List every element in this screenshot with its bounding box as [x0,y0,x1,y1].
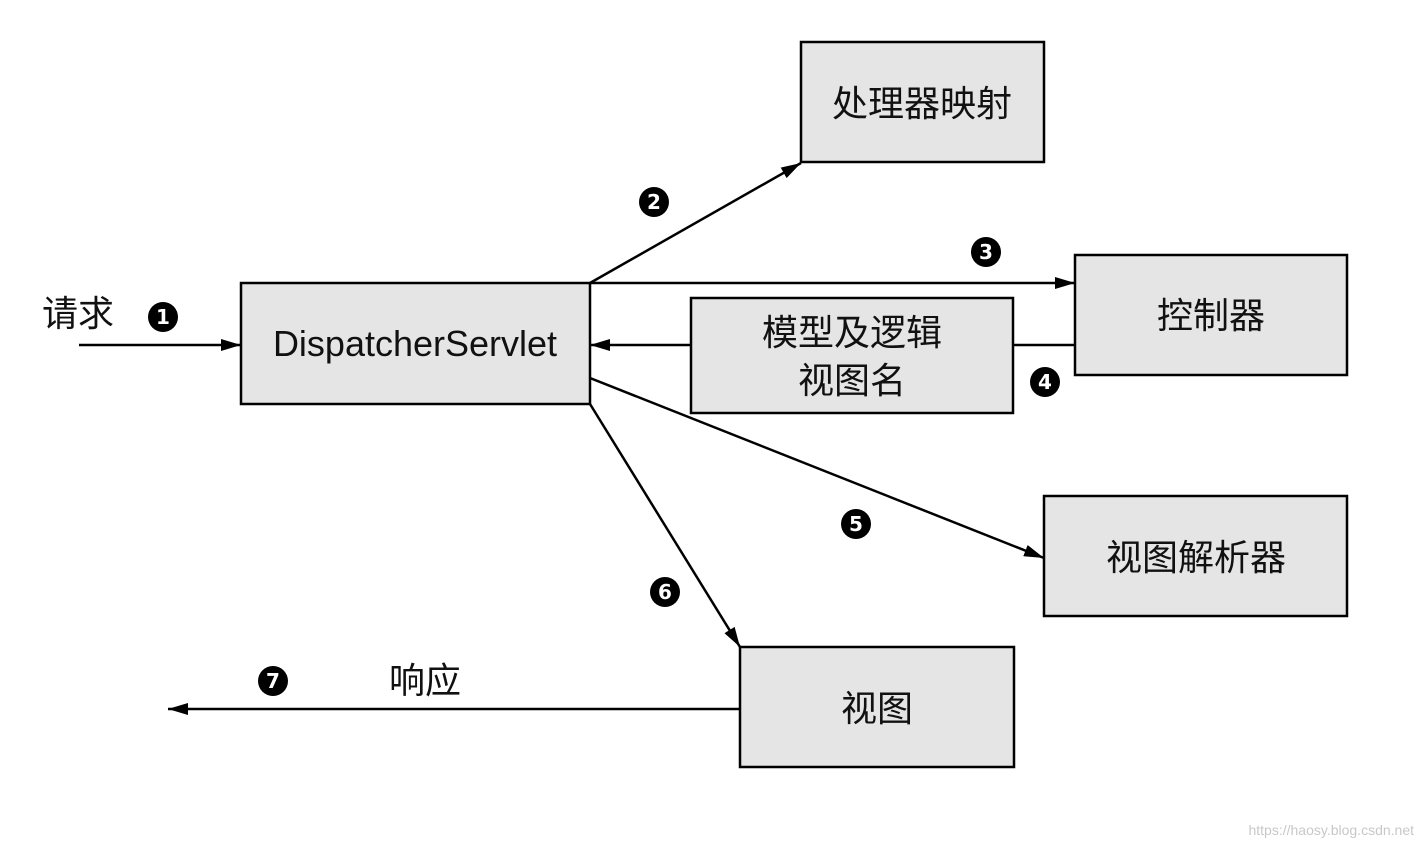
step-3-number: 3 [979,240,993,264]
view-resolver-node: 视图解析器 [1042,494,1349,618]
step-3-badge: 3 [971,237,1001,267]
step-6-number: 6 [658,580,672,604]
dispatcher-servlet-label: DispatcherServlet [273,323,557,364]
handler-mapping-label: 处理器映射 [832,84,1012,125]
controller-node: 控制器 [1073,253,1349,377]
step-5-number: 5 [849,512,863,536]
response-label: 响应 [389,661,461,702]
request-label: 请求 [42,294,114,335]
model-view-label-line1: 模型及逻辑 [762,313,942,354]
to-handler-mapping-arrow [589,161,802,285]
step-6-badge: 6 [650,577,680,607]
step-7-number: 7 [266,669,280,693]
step-4-number: 4 [1038,370,1052,394]
dispatcher-servlet-node: DispatcherServlet [239,281,592,406]
step-2-number: 2 [647,190,661,214]
controller-label: 控制器 [1157,296,1265,337]
to-view-arrow [588,403,742,648]
step-7-badge: 7 [258,666,288,696]
view-resolver-label: 视图解析器 [1106,538,1286,579]
step-5-badge: 5 [841,509,871,539]
view-node: 视图 [738,645,1016,769]
step-4-badge: 4 [1030,367,1060,397]
model-and-view-name-node: 模型及逻辑 视图名 [689,296,1015,415]
step-2-badge: 2 [639,187,669,217]
view-label: 视图 [841,689,913,730]
step-1-number: 1 [156,305,170,329]
to-view-resolver-arrow [589,376,1045,560]
watermark: https://haosy.blog.csdn.net [1248,822,1414,838]
handler-mapping-node: 处理器映射 [799,40,1046,164]
model-view-label-line2: 视图名 [798,361,906,402]
step-1-badge: 1 [148,302,178,332]
